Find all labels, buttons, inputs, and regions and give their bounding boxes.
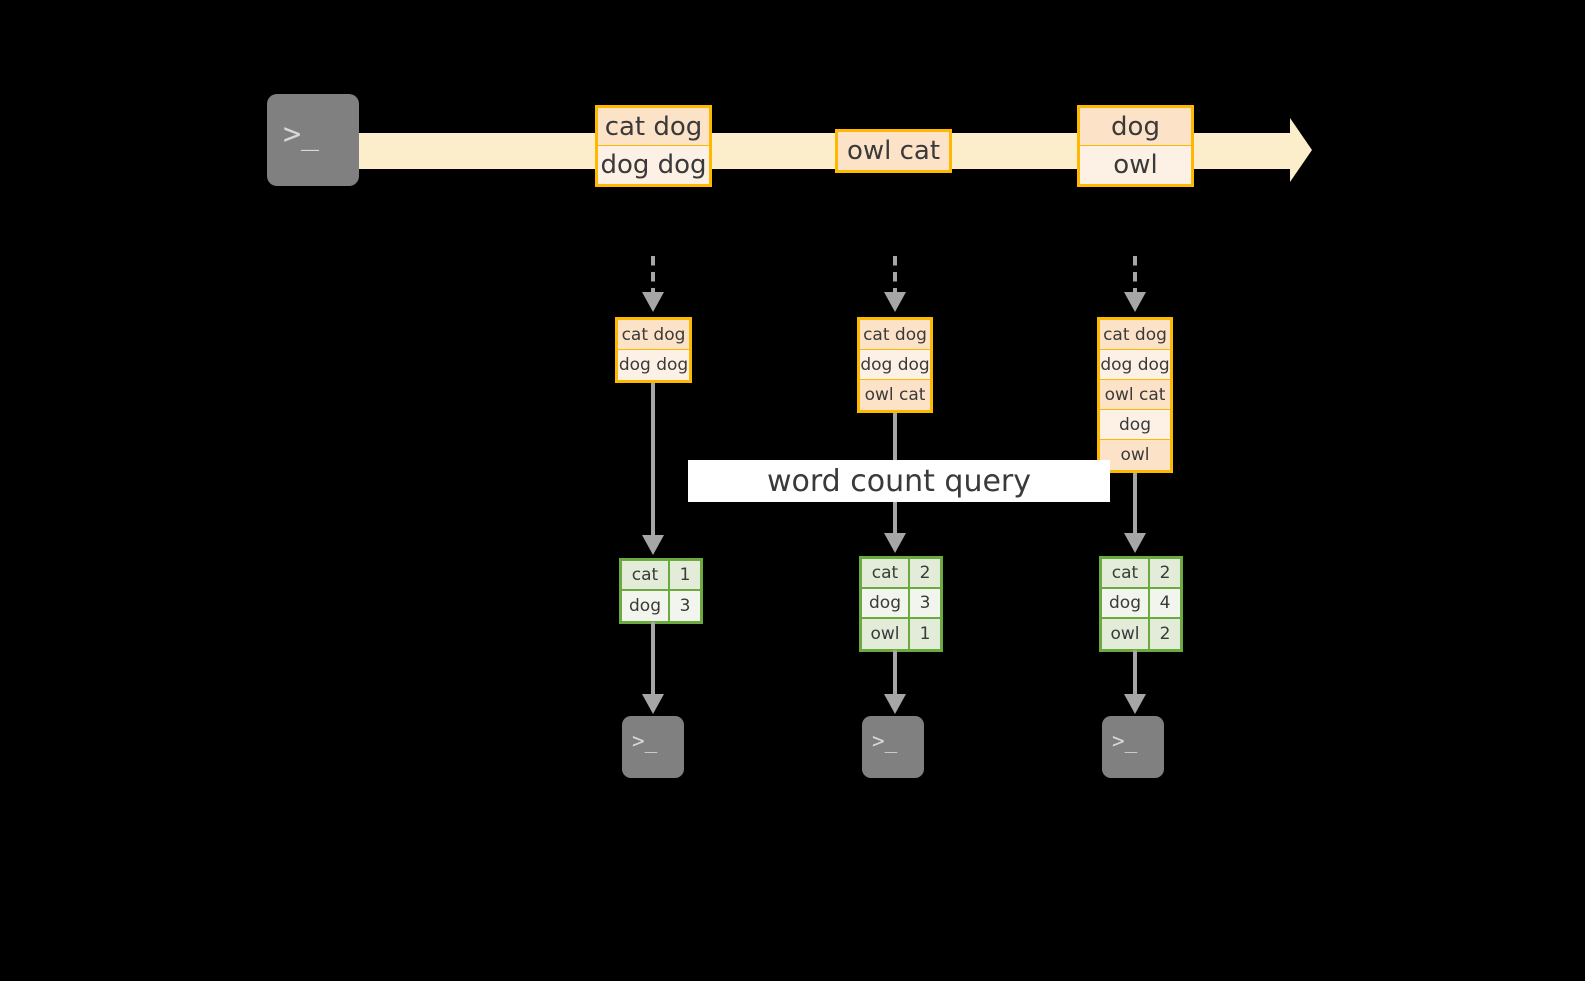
timeline-batch-3-line-1: dog (1080, 108, 1191, 146)
result-col-3-row-3-count: 2 (1150, 619, 1180, 649)
sink-connector-col-1 (651, 622, 655, 697)
result-col-1-row-1-count: 1 (670, 561, 700, 591)
dashed-connector-col-1 (651, 256, 655, 294)
source-terminal-icon: >_ (258, 85, 368, 195)
timeline-batch-1-line-1: cat dog (598, 108, 709, 146)
result-table-col-2: cat 2 dog 3 owl 1 (859, 556, 943, 652)
sink-connector-col-3 (1133, 650, 1137, 697)
sink-terminal-col-3: >_ (1094, 708, 1172, 786)
result-col-2-row-3-count: 1 (910, 619, 940, 649)
input-state-col-2-line-2: dog dog (860, 350, 930, 380)
input-state-col-1-line-2: dog dog (618, 350, 689, 380)
terminal-prompt-glyph: >_ (872, 729, 898, 753)
input-state-col-3-line-3: owl cat (1100, 380, 1170, 410)
dashed-connector-col-2 (893, 256, 897, 294)
terminal-prompt-glyph: >_ (283, 117, 320, 152)
terminal-prompt-glyph: >_ (1112, 729, 1138, 753)
result-col-1-row-2-word: dog (622, 591, 670, 621)
input-state-col-3-line-5: owl (1100, 440, 1170, 470)
input-state-col-3-line-4: dog (1100, 410, 1170, 440)
timeline-batch-3-line-2: owl (1080, 146, 1191, 184)
timeline-batch-3: dog owl (1077, 105, 1194, 187)
timeline-batch-2-line-1: owl cat (838, 132, 949, 170)
input-state-col-3: cat dog dog dog owl cat dog owl (1097, 317, 1173, 473)
query-banner-label: word count query (766, 463, 1032, 499)
query-connector-col-3-arrowhead (1124, 533, 1146, 553)
query-connector-col-1-arrowhead (642, 535, 664, 555)
timeline-batch-2: owl cat (835, 129, 952, 173)
result-col-2-row-3-word: owl (862, 619, 910, 649)
input-state-col-3-line-1: cat dog (1100, 320, 1170, 350)
result-col-2-row-1-count: 2 (910, 559, 940, 589)
timeline-batch-1-line-2: dog dog (598, 146, 709, 184)
sink-terminal-col-1: >_ (614, 708, 692, 786)
result-col-1-row-2-count: 3 (670, 591, 700, 621)
query-connector-col-3 (1133, 473, 1137, 536)
input-state-col-2: cat dog dog dog owl cat (857, 317, 933, 413)
query-connector-col-2-arrowhead (884, 533, 906, 553)
sink-connector-col-1-arrowhead (642, 694, 664, 714)
result-col-1-row-1-word: cat (622, 561, 670, 591)
result-col-2-row-2-count: 3 (910, 589, 940, 619)
result-col-3-row-1-word: cat (1102, 559, 1150, 589)
query-banner: word count query (688, 460, 1110, 502)
result-col-3-row-2-word: dog (1102, 589, 1150, 619)
dashed-connector-col-3-arrowhead (1124, 292, 1146, 312)
terminal-prompt-glyph: >_ (632, 729, 658, 753)
timeline-arrow-head (1290, 118, 1312, 182)
result-table-col-3: cat 2 dog 4 owl 2 (1099, 556, 1183, 652)
sink-connector-col-2-arrowhead (884, 694, 906, 714)
result-col-3-row-2-count: 4 (1150, 589, 1180, 619)
input-state-col-1-line-1: cat dog (618, 320, 689, 350)
dashed-connector-col-1-arrowhead (642, 292, 664, 312)
query-connector-col-1 (651, 383, 655, 538)
input-state-col-3-line-2: dog dog (1100, 350, 1170, 380)
result-col-3-row-3-word: owl (1102, 619, 1150, 649)
result-col-2-row-1-word: cat (862, 559, 910, 589)
result-table-col-1: cat 1 dog 3 (619, 558, 703, 624)
input-state-col-2-line-3: owl cat (860, 380, 930, 410)
dashed-connector-col-2-arrowhead (884, 292, 906, 312)
result-col-2-row-2-word: dog (862, 589, 910, 619)
timeline-batch-1: cat dog dog dog (595, 105, 712, 187)
sink-connector-col-3-arrowhead (1124, 694, 1146, 714)
result-col-3-row-1-count: 2 (1150, 559, 1180, 589)
sink-terminal-col-2: >_ (854, 708, 932, 786)
input-state-col-1: cat dog dog dog (615, 317, 692, 383)
sink-connector-col-2 (893, 650, 897, 697)
input-state-col-2-line-1: cat dog (860, 320, 930, 350)
dashed-connector-col-3 (1133, 256, 1137, 294)
